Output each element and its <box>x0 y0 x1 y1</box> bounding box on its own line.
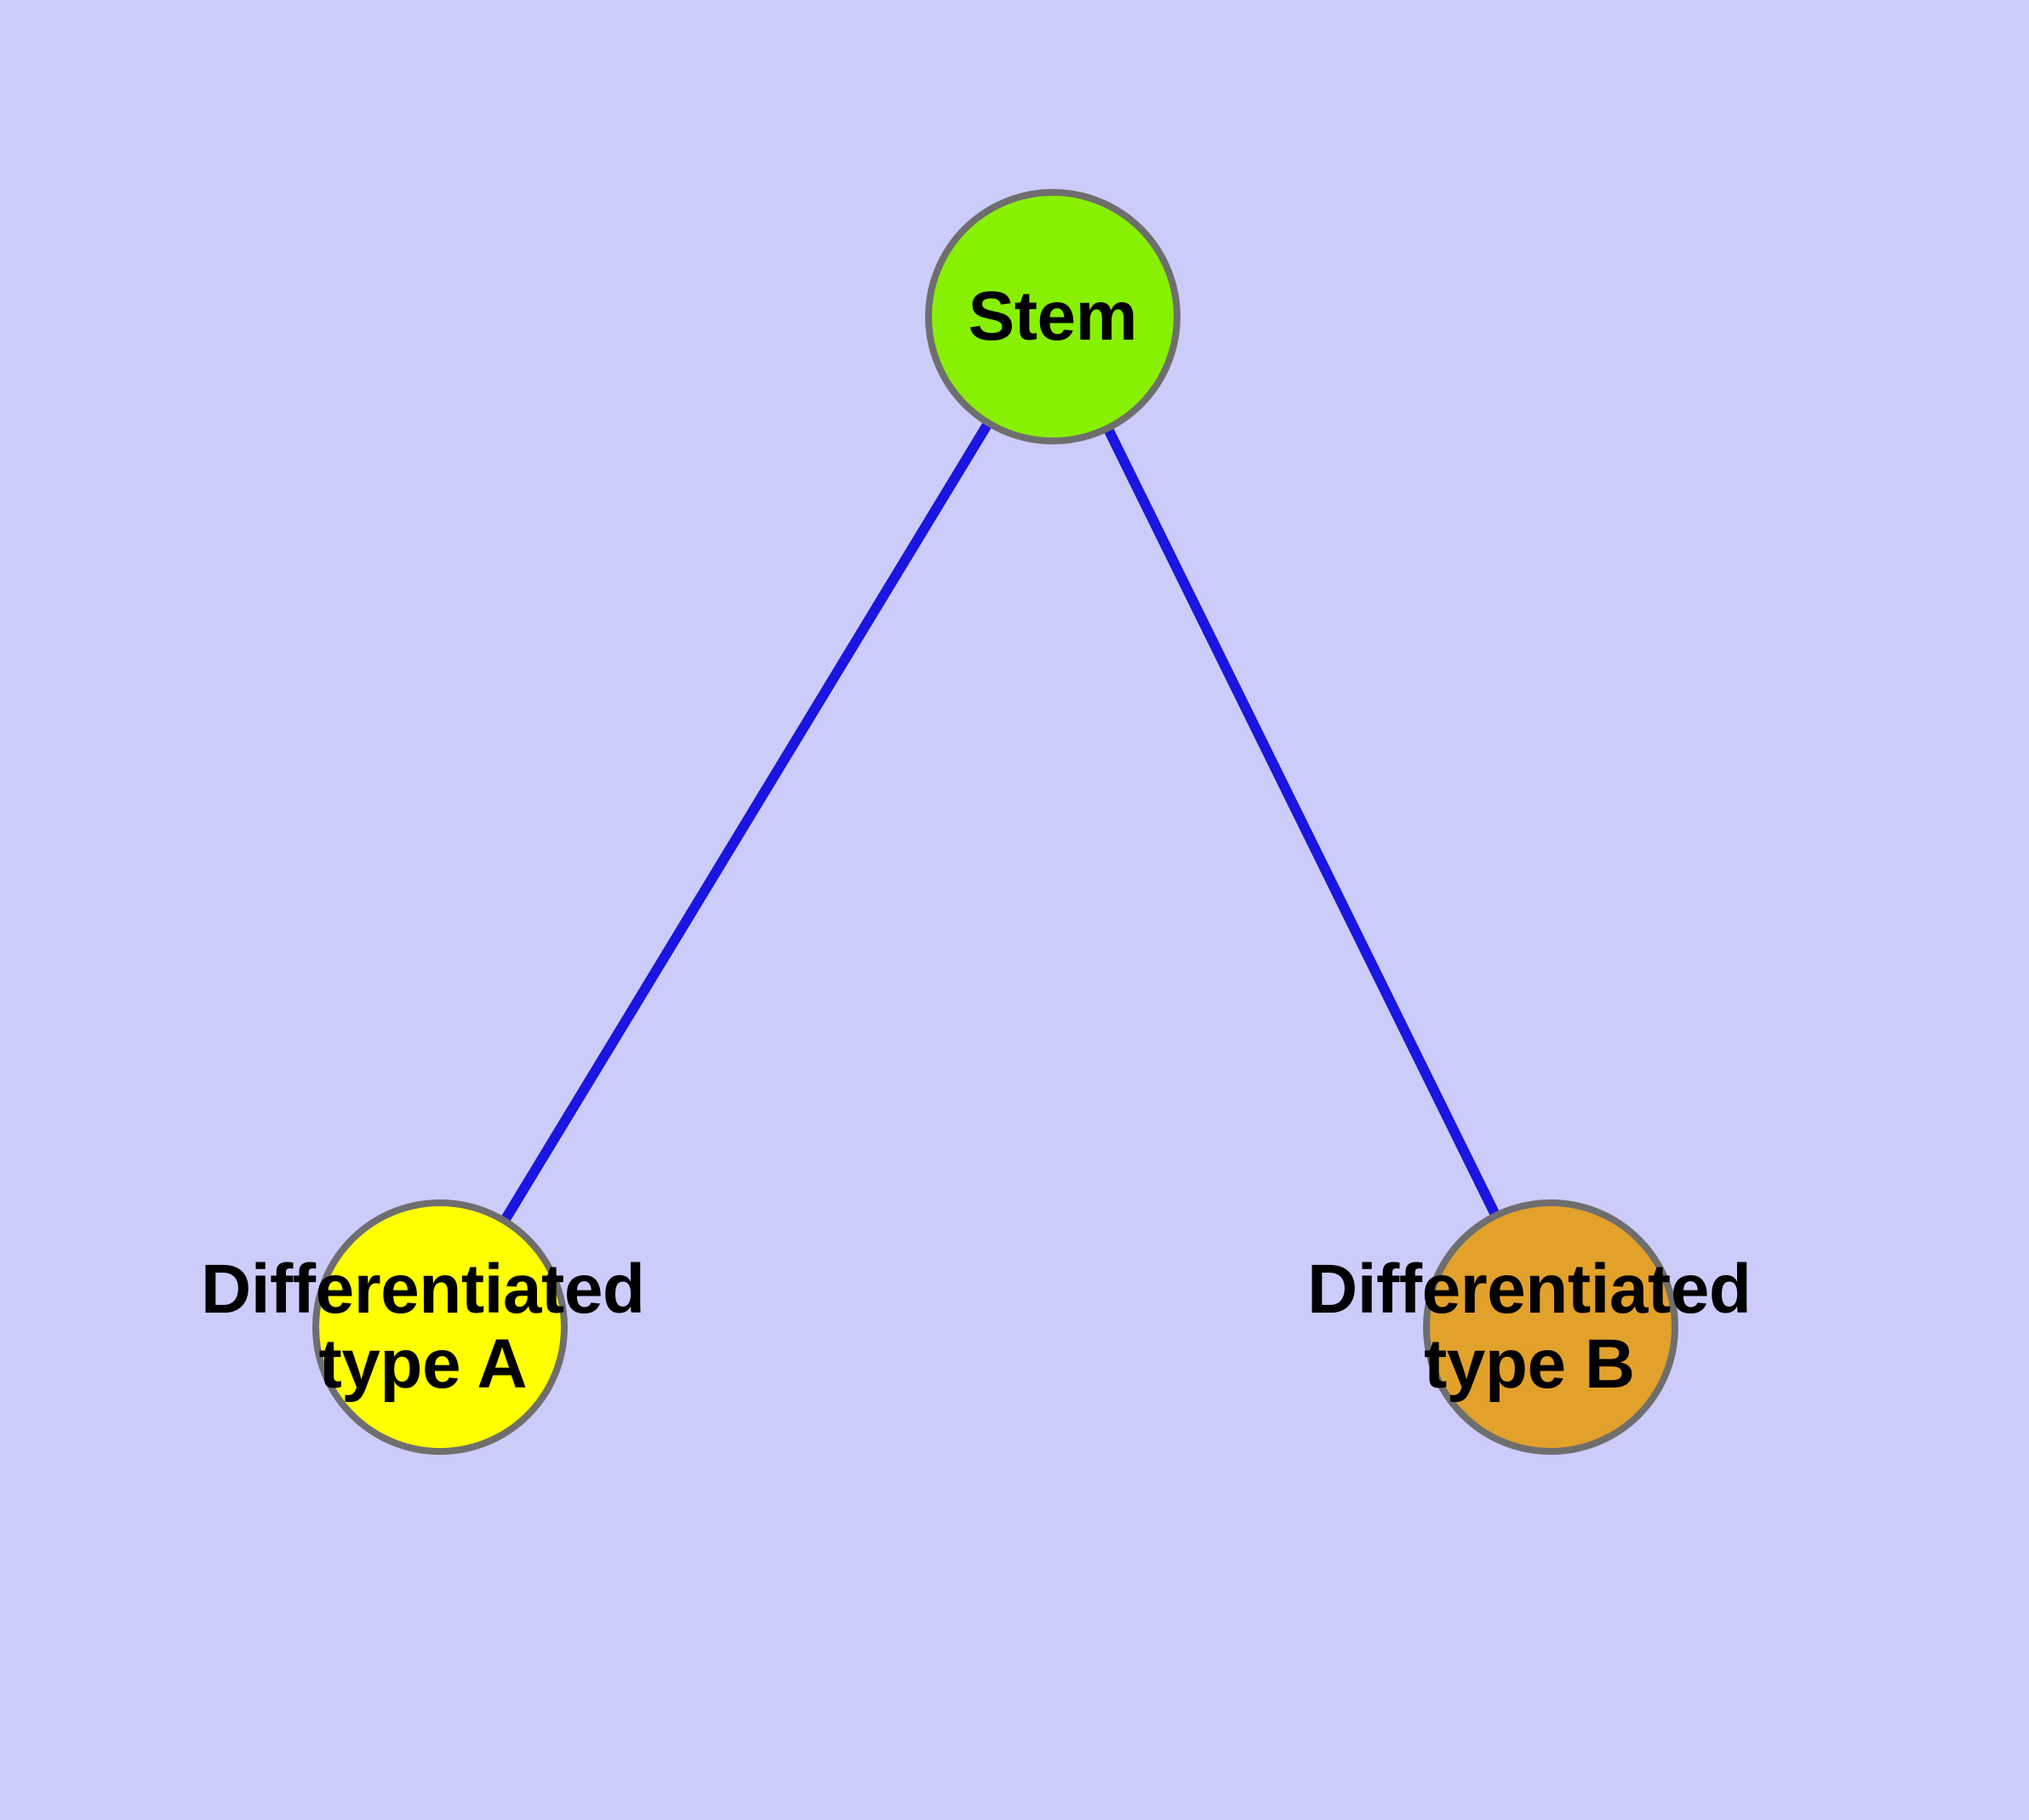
edges-layer <box>435 313 1556 1331</box>
node-diff-a[interactable] <box>312 1199 568 1455</box>
edge-stem-to-diff-b[interactable] <box>1048 314 1556 1330</box>
node-diff-b[interactable] <box>1423 1199 1678 1455</box>
nodes-layer <box>312 189 1678 1455</box>
node-stem[interactable] <box>925 189 1180 444</box>
edge-stem-to-diff-a[interactable] <box>435 313 1058 1331</box>
